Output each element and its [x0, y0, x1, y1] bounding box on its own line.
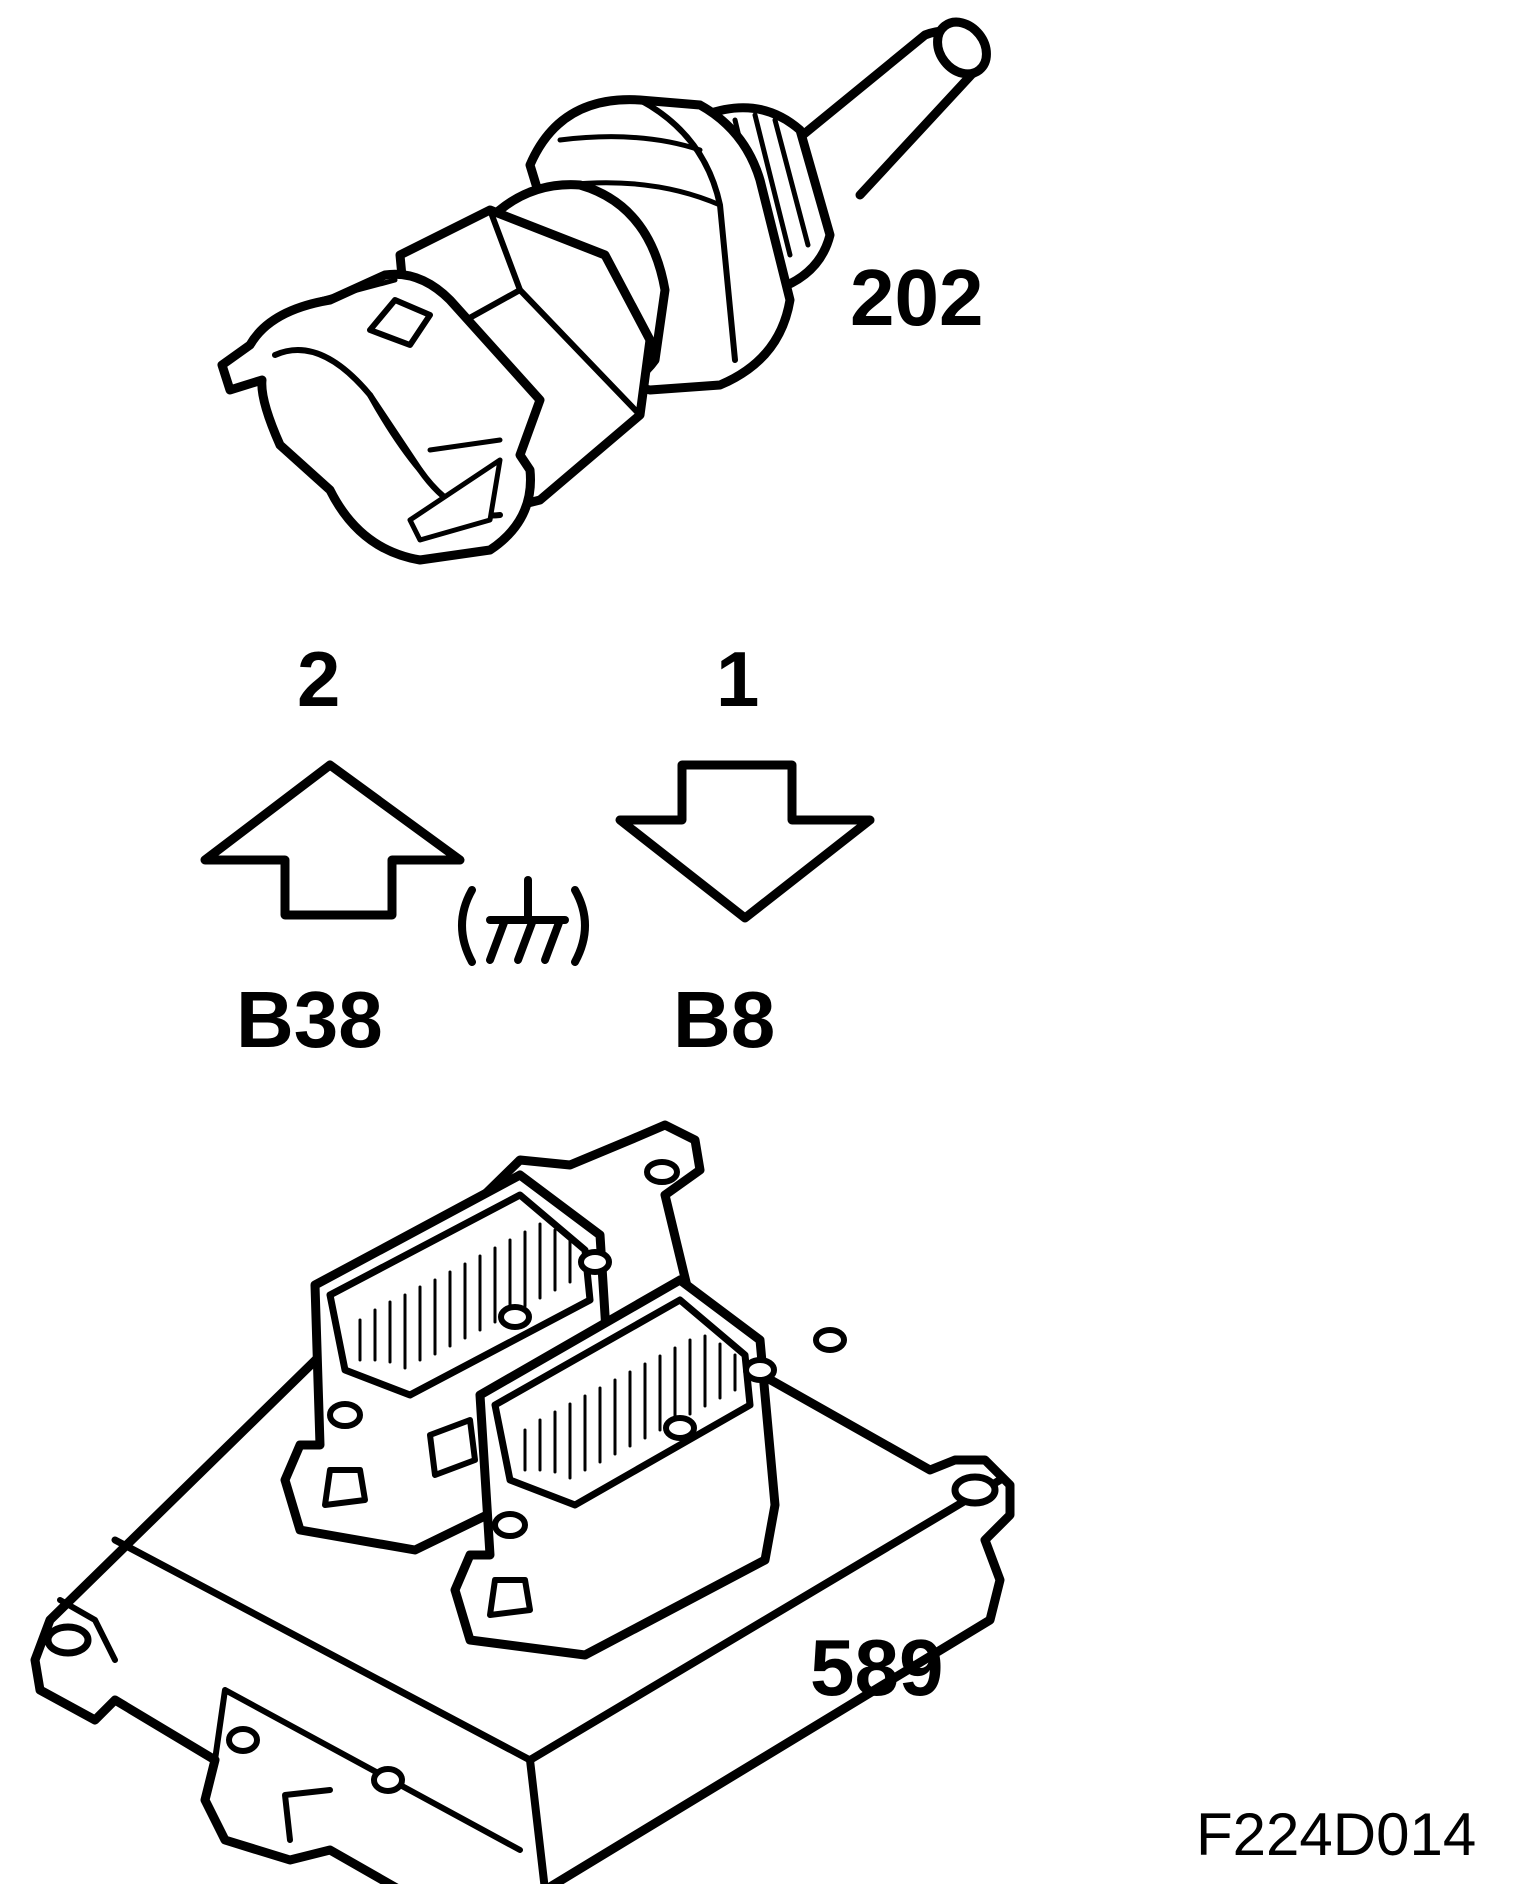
temperature-sensor: [217, 17, 991, 565]
arrow-down: [615, 760, 875, 923]
sensor-probe: [755, 17, 991, 200]
figure-code: F224D014: [1196, 1801, 1477, 1868]
sensor-plug-face: [217, 269, 545, 565]
connector-label-right: B8: [673, 975, 776, 1064]
ecu-connector-b: [450, 1275, 780, 1660]
sensor-part-number: 202: [850, 253, 984, 342]
sensor-latch: [367, 297, 433, 348]
ground-symbol-icon: [458, 876, 589, 966]
connector-label-left: B38: [236, 975, 383, 1064]
ecu-part-number: 589: [810, 1623, 944, 1712]
pin-number-right: 1: [716, 635, 760, 723]
pin-number-left: 2: [297, 635, 341, 723]
arrow-up: [200, 760, 465, 920]
engine-control-unit: [30, 1120, 1015, 1884]
